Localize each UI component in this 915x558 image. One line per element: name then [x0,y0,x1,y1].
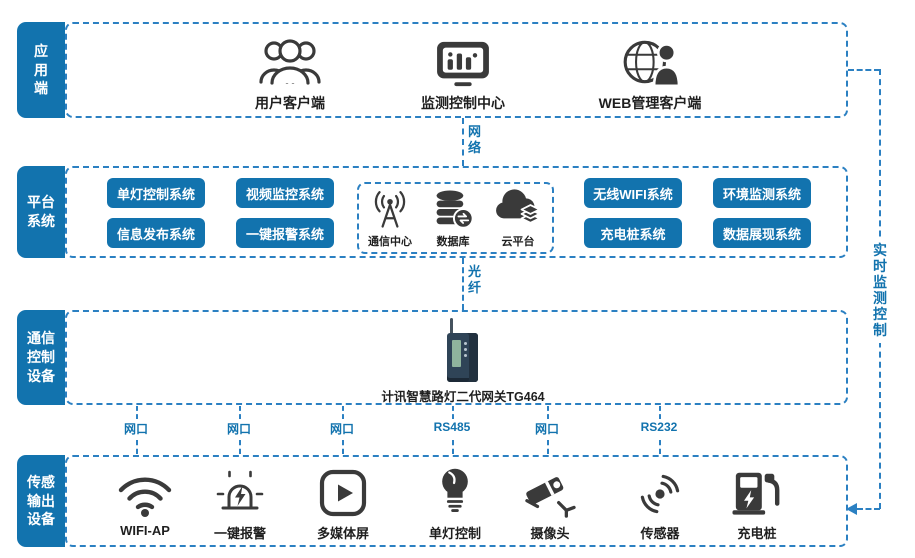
port-tick [239,406,241,419]
system-box-env-monitoring: 环境监测系统 [713,178,811,208]
system-box-data-display: 数据展现系统 [713,218,811,248]
device-item-label: 多媒体屏 [316,526,369,541]
port-tick [547,406,549,419]
bulb-icon [442,468,468,512]
realtime-branch-label: 实 时 监 测 控 制 [869,238,891,343]
system-box-charging-pile: 充电桩系统 [584,218,682,248]
layer-label-gateway: 通信 控制 设备 [17,310,65,405]
app-item-web-client: WEB管理客户端 [565,32,735,113]
app-item-monitor-center: 监测控制中心 [378,32,548,113]
gateway-device-image [446,318,486,384]
port-tick [659,406,661,419]
port-tick [452,406,454,419]
port-tick [342,440,344,454]
gateway-screen [452,340,461,367]
platform-core-group [357,182,554,254]
device-item-label: 一键报警 [213,526,266,541]
core-item-cloud-platform: 云平台 [487,188,549,249]
app-item-label: 监测控制中心 [421,95,505,111]
ev-charger-icon [732,472,780,515]
gateway-device-label: 计讯智慧路灯二代网关TG464 [381,390,545,404]
app-item-user-client: 用户客户端 [205,32,375,113]
port-label-6: RS232 [640,420,678,434]
system-box-video-surveillance: 视频监控系统 [236,178,334,208]
device-item-label: 摄像头 [530,526,570,541]
cloud-layers-icon [496,189,541,224]
sensor-icon [640,474,680,514]
port-label-2: 网口 [226,422,251,436]
system-box-info-publish: 信息发布系统 [107,218,205,248]
port-label-5: 网口 [534,422,559,436]
device-item-one-key-alarm: 一键报警 [192,462,288,542]
database-sync-icon [436,190,474,229]
network-connector-line [462,118,464,166]
app-item-label: 用户客户端 [255,95,325,111]
layer-box-devices [65,455,848,547]
network-connector-label: 网 络 [468,124,482,155]
port-label-4: RS485 [433,420,471,434]
wifi-icon [118,477,172,517]
system-box-wireless-wifi: 无线WIFI系统 [584,178,682,208]
port-tick [136,406,138,419]
app-item-label: WEB管理客户端 [598,95,702,111]
globe-user-icon [623,40,680,88]
core-item-label: 云平台 [501,236,535,248]
layer-box-platform [65,166,848,258]
core-item-comm-center: 通信中心 [359,188,421,249]
device-item-multimedia-screen: 多媒体屏 [295,462,391,542]
realtime-branch-bottom [857,508,880,510]
port-tick [136,440,138,454]
device-item-label: WIFI-AP [120,523,170,538]
layer-box-gateway [65,310,848,405]
core-item-label: 通信中心 [368,236,412,248]
device-item-wifi-ap: WIFI-AP [97,462,193,538]
port-tick [659,440,661,454]
port-label-3: 网口 [329,422,354,436]
port-label-1: 网口 [123,422,148,436]
device-item-label: 充电桩 [737,526,777,541]
device-item-sensor: 传感器 [612,462,708,542]
system-box-single-lamp-control: 单灯控制系统 [107,178,205,208]
layer-box-application [65,22,848,118]
layer-label-platform: 平台 系统 [17,166,65,258]
device-item-label: 单灯控制 [428,526,481,541]
port-tick [342,406,344,419]
gateway-antenna [450,318,453,335]
core-item-label: 数据库 [436,236,470,248]
core-item-database: 数据库 [422,188,484,249]
port-tick [239,440,241,454]
gateway-leds [464,342,467,345]
media-screen-icon [319,469,367,517]
fiber-connector-line [462,258,464,310]
alarm-icon [216,470,264,510]
antenna-icon [374,191,406,228]
layer-label-application: 应 用 端 [17,22,65,118]
port-tick [547,440,549,454]
device-item-charging-pile: 充电桩 [709,462,805,542]
device-item-camera: 摄像头 [502,462,598,542]
device-item-single-lamp: 单灯控制 [407,462,503,542]
layer-label-devices: 传感 输出 设备 [17,455,65,547]
port-tick [452,440,454,454]
users-group-icon [259,39,321,85]
device-item-label: 传感器 [640,526,680,541]
system-box-one-key-alarm: 一键报警系统 [236,218,334,248]
realtime-arrow-icon [846,503,857,515]
realtime-branch-top [848,69,880,71]
camera-icon [525,477,576,518]
fiber-connector-label: 光 纤 [468,264,482,295]
monitor-chart-icon [437,41,489,87]
